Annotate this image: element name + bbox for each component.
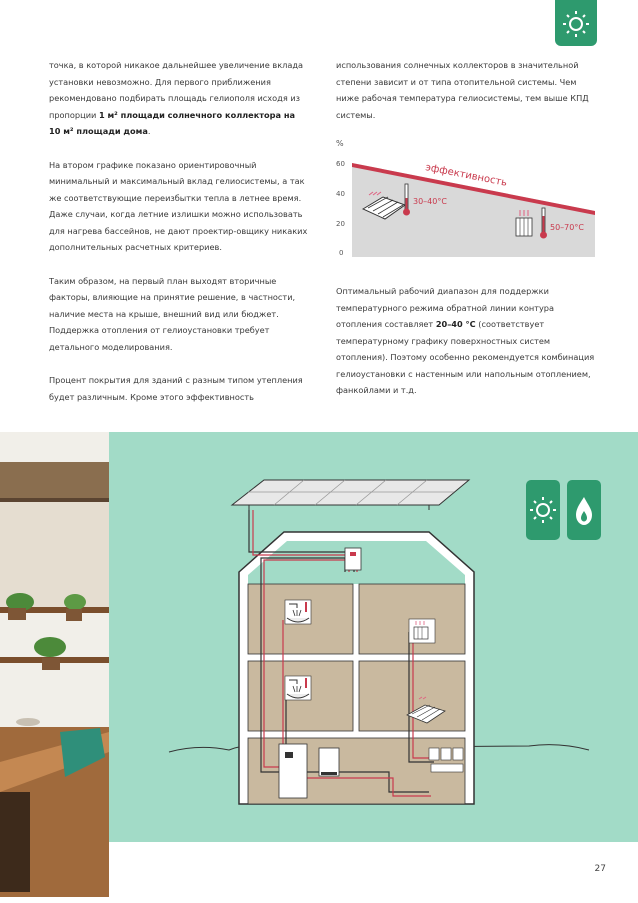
right-paragraph-2-block: Оптимальный рабочий диапазон для поддерж… [336, 283, 598, 416]
left-paragraph-2: На втором графике показано ориентировочн… [49, 159, 308, 253]
y-tick-0: 0 [339, 249, 343, 257]
interior-photo [0, 432, 109, 897]
solar-badge [526, 480, 560, 540]
room-middle-right [358, 660, 466, 732]
efficiency-area [352, 163, 595, 257]
right-paragraph-2: Оптимальный рабочий диапазон для поддерж… [336, 283, 598, 399]
floor-heating-icon [361, 191, 407, 220]
solar-collectors [230, 479, 471, 510]
thermometer-icon [540, 207, 547, 239]
text-segment: точка, в которой никакое дальнейшее увел… [49, 60, 304, 120]
shower-icon [284, 599, 312, 625]
left-paragraph-4: Процент покрытия для зданий с разным тип… [49, 375, 303, 402]
left-paragraph-3: Таким образом, на первый план выходят вт… [49, 275, 296, 352]
left-text-column: точка, в которой никакое дальнейшее увел… [49, 57, 309, 422]
bold-segment: 1 м² площади солнечного коллектора на 10… [49, 109, 296, 137]
thermometer-icon [403, 183, 410, 216]
shower-icon [284, 675, 312, 701]
y-axis-label: % [336, 139, 344, 148]
bold-segment: 20–40 °С [435, 319, 476, 329]
house-diagram [168, 479, 590, 805]
heating-pump-group [428, 747, 464, 773]
right-paragraph-1: использования солнечных коллекторов в зн… [336, 60, 589, 120]
page-number: 27 [594, 864, 606, 874]
sun-badge [555, 0, 597, 46]
efficiency-band [352, 163, 595, 215]
sun-icon [530, 497, 556, 523]
gas-badge [567, 480, 601, 540]
text-segment: (соответствует температурному графику по… [336, 319, 595, 395]
y-tick-40: 40 [336, 190, 345, 198]
house-illustration-panel [109, 432, 638, 842]
y-tick-60: 60 [336, 160, 345, 168]
efficiency-chart: % 60 40 20 0 эффективность 30–40°C 50–70… [336, 139, 595, 257]
solar-controller [344, 547, 362, 571]
sun-icon [563, 11, 589, 37]
radiator-temp-label: 50–70°C [550, 223, 584, 232]
text-segment: . [147, 126, 151, 136]
floor-temp-label: 30–40°C [413, 197, 447, 206]
text-segment: Оптимальный рабочий диапазон для поддерж… [336, 286, 555, 329]
radiator-icon [515, 210, 533, 237]
flame-icon [576, 497, 592, 525]
right-text-column: использования солнечных коллекторов в зн… [336, 57, 598, 140]
radiator-icon [408, 618, 436, 644]
left-paragraph-1: точка, в которой никакое дальнейшее увел… [49, 57, 309, 140]
floor-heating-icon [406, 696, 446, 724]
y-tick-20: 20 [336, 220, 345, 228]
gas-boiler [318, 747, 340, 777]
